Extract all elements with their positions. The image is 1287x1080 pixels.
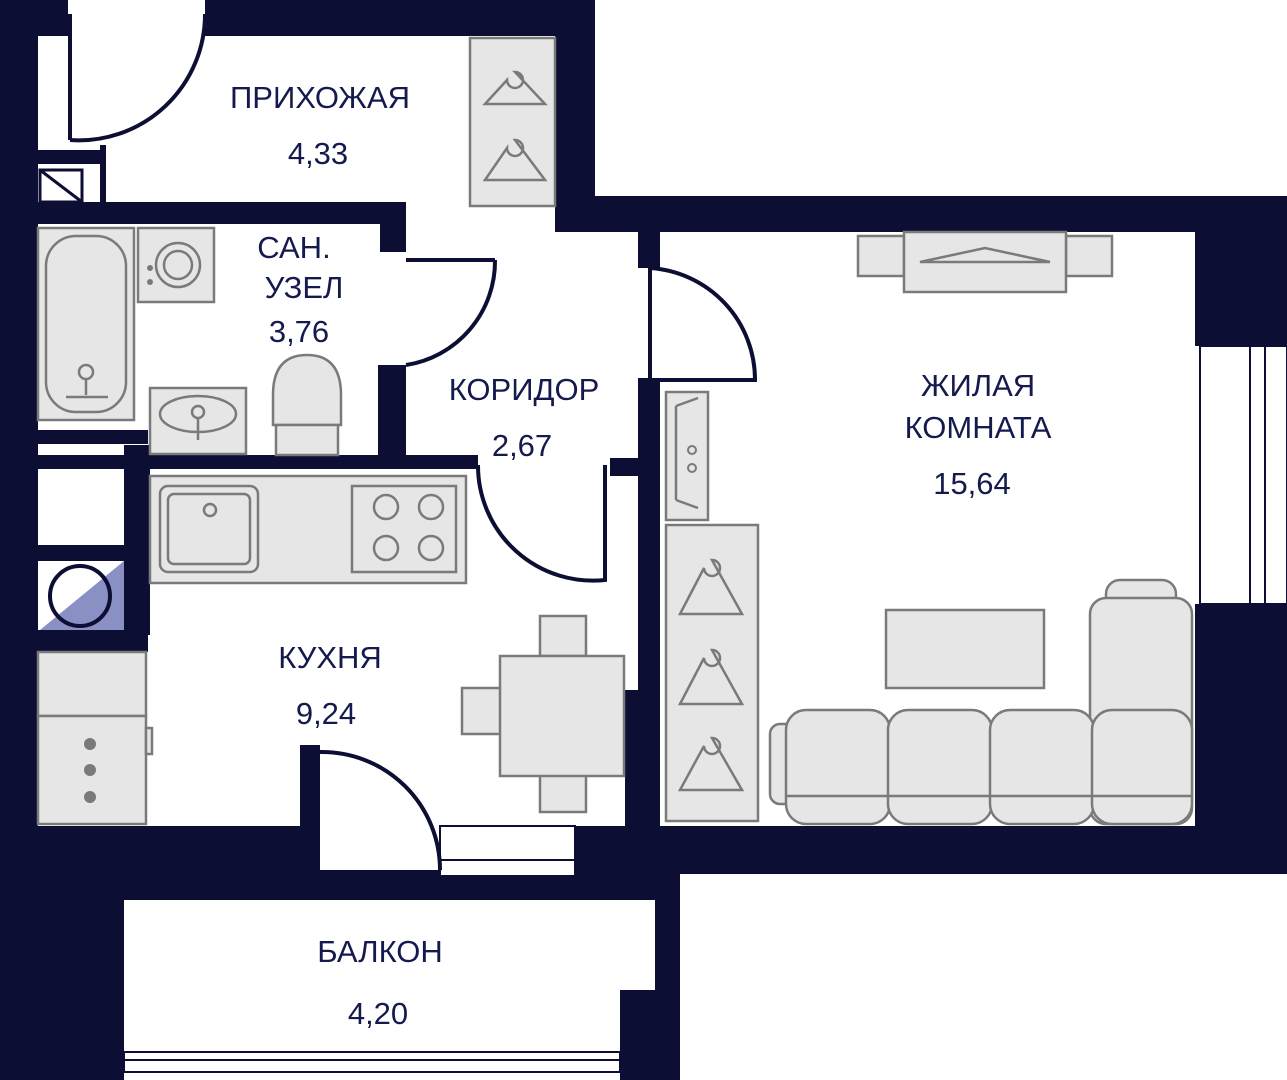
bathroom-sink	[148, 386, 248, 456]
balcony-name: БАЛКОН	[317, 934, 443, 969]
hallway-wardrobe	[468, 36, 557, 208]
living-wardrobe	[664, 523, 760, 823]
washing-machine	[136, 226, 216, 304]
room-labels: ПРИХОЖАЯ 4,33 САН. УЗЕЛ 3,76 КОРИДОР 2,6…	[230, 80, 1052, 1031]
vent-shaft-kitchen	[40, 561, 124, 630]
balcony-area: 4,20	[348, 996, 408, 1031]
fridge	[36, 650, 154, 826]
toilet	[271, 353, 343, 457]
corridor-name: КОРИДОР	[449, 372, 600, 407]
bathroom-area: 3,76	[269, 314, 329, 349]
hallway-name: ПРИХОЖАЯ	[230, 80, 410, 115]
corridor-area: 2,67	[492, 428, 552, 463]
hallway-area: 4,33	[288, 136, 348, 171]
kitchen-area: 9,24	[296, 696, 356, 731]
bathroom-name-line1: САН.	[257, 230, 330, 265]
living-name-line2: КОМНАТА	[905, 410, 1052, 445]
sofa	[768, 578, 1194, 826]
dining-table	[460, 614, 626, 814]
doors	[68, 13, 758, 871]
living-cabinet	[664, 390, 710, 522]
living-area: 15,64	[933, 466, 1011, 501]
bathroom-name-line2: УЗЕЛ	[265, 270, 344, 305]
living-name-line1: ЖИЛАЯ	[921, 368, 1035, 403]
bathtub	[36, 226, 136, 422]
kitchen-counter	[148, 474, 468, 585]
coffee-table	[884, 608, 1046, 690]
vent-shaft-hallway	[38, 168, 84, 204]
kitchen-name: КУХНЯ	[278, 640, 382, 675]
tv-stand	[856, 230, 1114, 294]
windows	[123, 345, 1287, 1073]
